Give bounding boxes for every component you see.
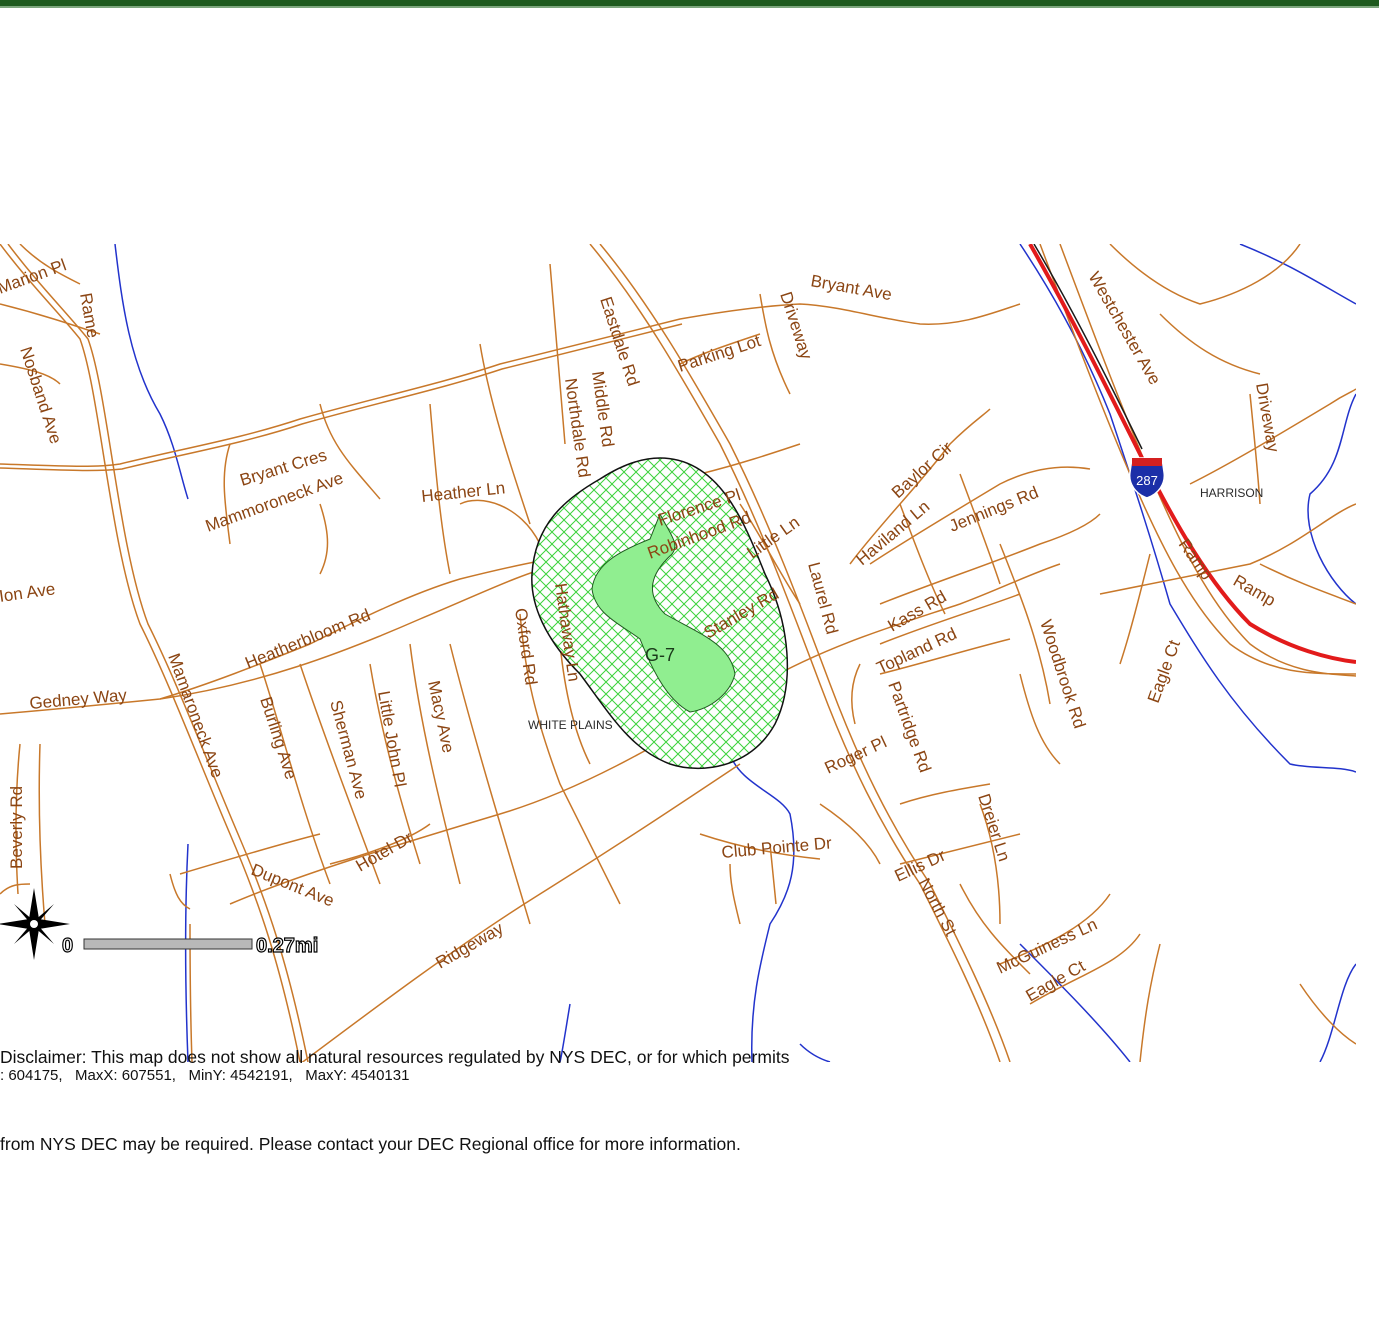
road-label: Nosband Ave — [16, 344, 65, 446]
wetland-zone-label: G-7 — [645, 645, 675, 665]
disclaimer-line-1: Disclaimer: This map does not show all n… — [0, 1047, 790, 1067]
map-view[interactable]: 287 Marion Pl Rame Nosband Ave Bryant Av… — [0, 244, 1356, 1062]
scale-end-label: 0.27mi — [256, 935, 318, 957]
map-extent-readout: : 604175, MaxX: 607551, MinY: 4542191, M… — [0, 1067, 410, 1084]
header-bar-highlight — [0, 6, 1379, 8]
place-label-harrison: HARRISON — [1200, 486, 1263, 500]
interstate-shield-label: 287 — [1136, 473, 1158, 488]
road-label: Burling Ave — [256, 694, 301, 781]
road-label: Rame — [76, 291, 103, 339]
road-label: Marion Pl — [0, 255, 69, 297]
road-label: Bryant Ave — [809, 271, 893, 304]
road-label: Ion Ave — [0, 579, 56, 606]
road-label: Club Pointe Dr — [721, 833, 833, 862]
highway-i287 — [1028, 244, 1356, 664]
disclaimer-line-2: from NYS DEC may be required. Please con… — [0, 1134, 741, 1154]
road-label: Ramp — [1230, 571, 1279, 610]
road-label: North St — [914, 875, 960, 939]
road-label: Parking Lot — [675, 331, 763, 376]
road-label: Oxford Rd — [511, 607, 541, 686]
road-label: Eagle Ct — [1023, 956, 1089, 1005]
road-label: Driveway — [1252, 381, 1283, 454]
road-label: Sherman Ave — [326, 698, 371, 801]
scale-start-label: 0 — [62, 935, 73, 957]
map-disclaimer: Disclaimer: This map does not show all n… — [0, 985, 789, 1188]
road-label: Northdale Rd — [561, 377, 594, 479]
place-label-white-plains: WHITE PLAINS — [528, 718, 613, 732]
road-label: Little Ln — [743, 513, 803, 563]
road-label: Partridge Rd — [884, 679, 934, 775]
header-bar — [0, 0, 1379, 6]
road-label: Laurel Rd — [804, 560, 841, 636]
road-label: Macy Ave — [424, 679, 458, 755]
road-label: Little John Pl — [374, 689, 410, 788]
road-label: Beverly Rd — [7, 786, 26, 869]
road-network — [0, 244, 1356, 1062]
road-label: Mamaroneck Ave — [164, 651, 227, 781]
compass-rose-icon — [0, 888, 70, 960]
road-label: Topland Rd — [874, 624, 960, 678]
interstate-shield-icon: 287 — [1128, 457, 1166, 499]
road-label: Dreier Ln — [974, 791, 1014, 863]
road-label: Driveway — [776, 289, 816, 362]
streams — [114, 244, 1356, 1062]
road-label: Ridgeway — [433, 918, 508, 972]
road-label: Middle Rd — [588, 370, 617, 448]
scale-bar: 0 0.27mi — [61, 934, 318, 957]
wetland-area[interactable] — [591, 512, 736, 713]
road-label: Ramp — [1175, 535, 1217, 583]
road-label: Gedney Way — [29, 686, 128, 713]
road-label: Jennings Rd — [946, 483, 1041, 536]
road-label: Baylor Cir — [888, 438, 956, 502]
road-label: Eagle Ct — [1144, 637, 1184, 705]
